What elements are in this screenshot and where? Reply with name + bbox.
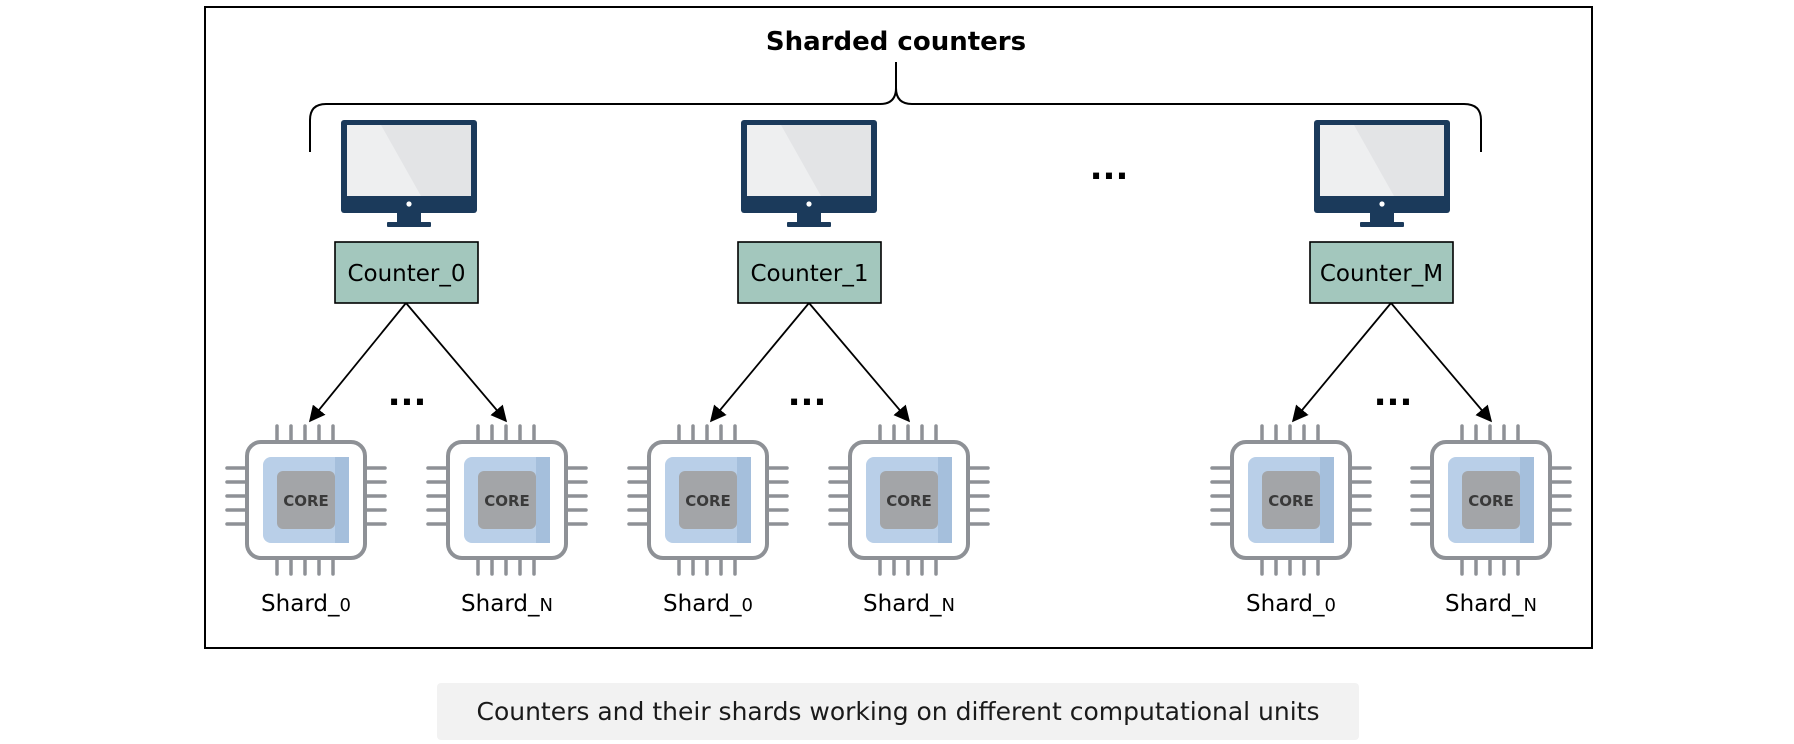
chip-core-label: CORE xyxy=(484,492,530,510)
counter-node: Counter_M xyxy=(1309,241,1454,304)
shard-label: Shard_N xyxy=(461,591,553,617)
counter-node: Counter_1 xyxy=(737,241,882,304)
chip-core-label: CORE xyxy=(1468,492,1514,510)
ellipsis: ... xyxy=(1374,374,1413,414)
arrow xyxy=(709,302,810,423)
caption: Counters and their shards working on dif… xyxy=(437,683,1359,740)
shard-label: Shard_0 xyxy=(261,591,351,617)
counter-label: Counter_1 xyxy=(750,261,868,287)
arrow xyxy=(1390,302,1493,423)
ellipsis: ... xyxy=(788,374,827,414)
monitor-icon xyxy=(1314,120,1450,227)
diagram-title: Sharded counters xyxy=(766,27,1026,57)
shard-label: Shard_0 xyxy=(663,591,753,617)
counter-box xyxy=(737,241,882,304)
arrow xyxy=(308,302,407,423)
arrow xyxy=(1291,302,1392,423)
arrow xyxy=(808,302,911,423)
arrow xyxy=(405,302,508,423)
chip-core-label: CORE xyxy=(886,492,932,510)
shard-label: Shard_0 xyxy=(1246,591,1336,617)
counter-node: Counter_0 xyxy=(334,241,479,304)
diagram-frame xyxy=(204,6,1593,649)
brace xyxy=(309,62,1482,152)
ellipsis: ... xyxy=(388,374,427,414)
ellipsis: ... xyxy=(1090,148,1129,188)
counter-label: Counter_M xyxy=(1320,261,1443,287)
chip-core-label: CORE xyxy=(1268,492,1314,510)
shard-label: Shard_N xyxy=(863,591,955,617)
chip-core-label: CORE xyxy=(283,492,329,510)
chip-core-label: CORE xyxy=(685,492,731,510)
counter-box xyxy=(1309,241,1454,304)
monitor-icon xyxy=(741,120,877,227)
caption-text: Counters and their shards working on dif… xyxy=(476,697,1320,726)
monitor-icon xyxy=(341,120,477,227)
counter-label: Counter_0 xyxy=(347,261,465,287)
shard-label: Shard_N xyxy=(1445,591,1537,617)
